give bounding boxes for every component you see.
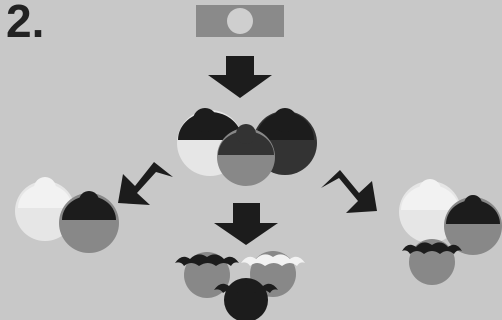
left-pair-group bbox=[15, 177, 119, 253]
person-icon bbox=[59, 191, 119, 253]
offspring-group bbox=[175, 251, 305, 320]
right-pair-group bbox=[399, 179, 502, 285]
source-card-icon bbox=[196, 5, 284, 37]
person-icon bbox=[402, 239, 462, 285]
arrow-down-right-icon bbox=[321, 170, 377, 213]
arrow-down-left-icon bbox=[118, 162, 173, 205]
step-number: 2. bbox=[6, 0, 45, 47]
parents-group bbox=[177, 108, 317, 186]
person-icon bbox=[177, 108, 243, 176]
arrow-down-center-icon bbox=[214, 203, 278, 245]
arrow-down-top-icon bbox=[208, 56, 272, 98]
person-icon bbox=[217, 124, 275, 186]
person-icon bbox=[214, 278, 278, 320]
person-icon bbox=[15, 177, 75, 241]
person-icon bbox=[444, 195, 502, 255]
